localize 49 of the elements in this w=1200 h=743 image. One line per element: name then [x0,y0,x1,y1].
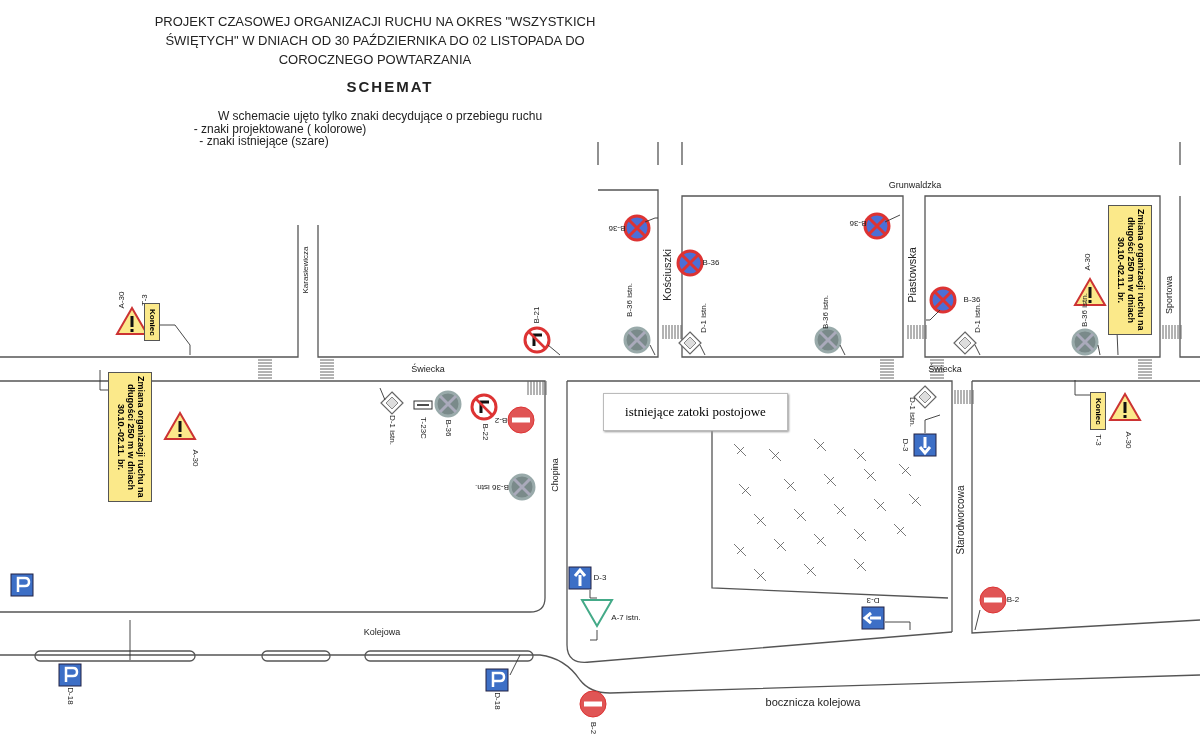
street-name: Karasiewicza [302,246,310,294]
sign-code: A-30 [191,449,199,467]
sign-code: D-18 [493,692,501,710]
sign-code: B-36 istn. [475,483,509,491]
sign-code: B-36 [849,219,867,227]
sign-plate: Koniec [1090,392,1106,430]
sign-code: D-1 istn. [700,303,708,333]
street-name: Świecka [928,364,962,374]
sign-code: B-36 [702,259,720,267]
sign-code: D-1 istn. [388,415,396,445]
place-name: bocznicza kolejowa [765,696,861,708]
street-name: Starodworcowa [956,485,966,555]
sign-plate: Zmiana organizacji ruchu na długości 250 m w dniach 30.10.-02.11. br. [108,372,152,502]
sign-code: D-3 [901,438,909,452]
heading: SCHEMAT [346,78,434,94]
sign-code: B-22 [481,423,489,441]
street-name: Piastowska [906,247,918,303]
sign-code: B-2 [589,721,597,735]
sign-code: D-1 istn. [974,303,982,333]
sign-code: A-7 istn. [611,614,641,622]
sign-code: B-36 [608,224,626,232]
sign-code: D-3 [866,596,880,604]
sign-code: A-30 [1084,253,1092,271]
street-name: Świecka [411,364,445,374]
note: W schemacie ujęto tylko znaki decydujące o przebiegu ruchu [217,110,543,122]
sign-code: D-3 [593,574,607,582]
sign-code: B-36 istn. [626,283,634,317]
sign-plate: Koniec [144,303,160,341]
sign-code: A-30 [1124,431,1132,449]
info-box: istniejące zatoki postojowe [603,393,788,431]
street-name: Sportowa [1164,276,1174,314]
sign-code: D-1 istn. [908,397,916,427]
street-name: Chopina [550,458,560,492]
note: - znaki projektowane ( kolorowe) [193,123,367,135]
sign-code: A-30 [118,291,126,309]
sign-code: B-2 [494,416,508,424]
street-name: Kolejowa [363,627,401,637]
street-name: Grunwaldzka [888,180,942,190]
sign-code: T-23C [419,417,427,439]
sign-code: B-21 [533,306,541,324]
sign-code: B-36 [444,419,452,437]
sign-code: B-36 [963,296,981,304]
sign-code: B-2 [1006,596,1020,604]
street-name: Kościuszki [661,249,673,301]
sign-code: B-36 istn. [1081,293,1089,327]
sign-code: D-18 [66,687,74,705]
note: - znaki istniejące (szare) [199,135,329,147]
title: PROJEKT CZASOWEJ ORGANIZACJI RUCHU NA OKRES "WSZYSTKICH ŚWIĘTYCH" W DNIACH OD 30 PAŹDZIERNIKA DO 02 LISTOPADA DO COROCZNEGO POWTARZANIA [153,13,597,69]
sign-code: B-36 istn. [822,295,830,329]
